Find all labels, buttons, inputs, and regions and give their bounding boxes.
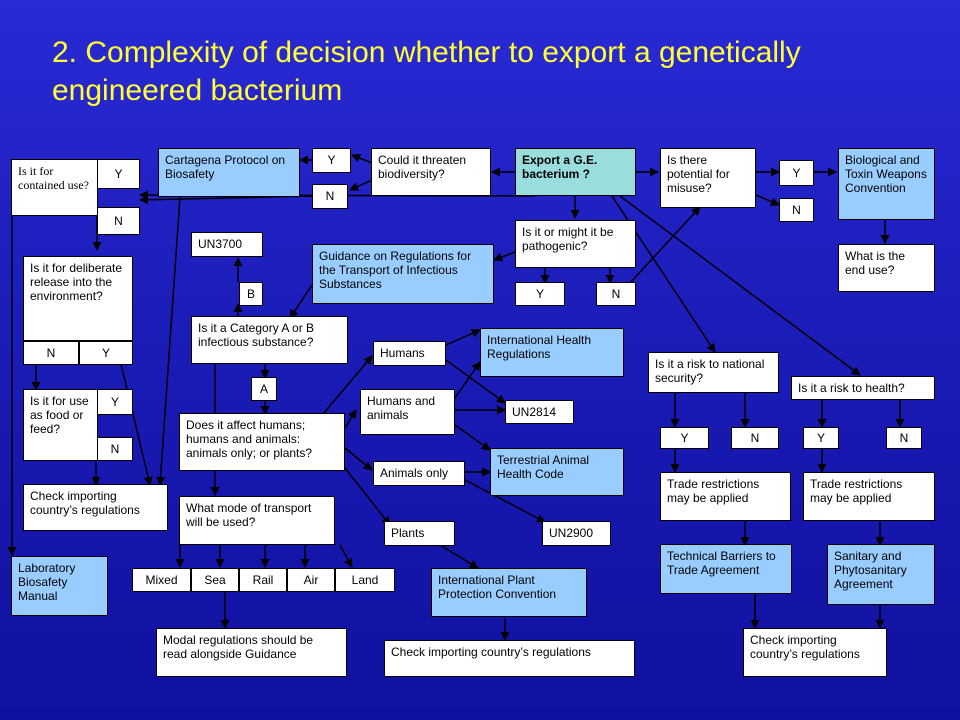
pathogenic-yes-label: Y — [515, 282, 565, 306]
misuse-question: Is there potential for misuse? — [660, 148, 756, 208]
animals-only-label: Animals only — [373, 461, 465, 486]
check-importing-left: Check importing country’s regulations — [23, 484, 168, 531]
mode-rail: Rail — [239, 568, 287, 592]
transport-mode-question: What mode of transport will be used? — [179, 496, 335, 545]
nat-sec-yes-label: Y — [660, 427, 709, 449]
humans-label: Humans — [373, 341, 446, 366]
contained-use-question: Is it for contained use? — [11, 159, 98, 216]
terrestrial-animal-code: Terrestrial Animal Health Code — [490, 448, 624, 496]
intl-health-regulations: International Health Regulations — [480, 328, 624, 377]
affect-question: Does it affect humans; humans and animal… — [179, 413, 345, 471]
pathogenic-question: Is it or might it be pathogenic? — [515, 220, 636, 268]
humans-animals-label: Humans and animals — [360, 389, 455, 435]
mode-sea: Sea — [191, 568, 239, 592]
cartagena-protocol: Cartagena Protocol on Biosafety — [158, 148, 300, 197]
category-b-label: B — [239, 282, 263, 306]
un2814-label: UN2814 — [505, 400, 574, 424]
health-no-label: N — [886, 427, 922, 449]
category-a-label: A — [251, 377, 277, 401]
check-importing-mid: Check importing country’s regulations — [384, 640, 635, 677]
food-no-label: N — [97, 437, 133, 461]
technical-barriers-agreement: Technical Barriers to Trade Agreement — [660, 544, 792, 594]
contained-yes-label: Y — [97, 159, 140, 189]
laboratory-biosafety-manual: Laboratory Biosafety Manual — [11, 556, 108, 616]
intl-plant-protection-convention: International Plant Protection Conventio… — [431, 568, 587, 617]
biodiversity-no-label: N — [312, 184, 348, 209]
trade-restrictions-security: Trade restrictions may be applied — [660, 472, 791, 521]
sanitary-phytosanitary-agreement: Sanitary and Phytosanitary Agreement — [827, 544, 935, 605]
un3700-label: UN3700 — [191, 232, 263, 257]
mode-mixed: Mixed — [132, 568, 191, 592]
bioweapons-convention: Biological and Toxin Weapons Convention — [838, 148, 935, 220]
trade-restrictions-health: Trade restrictions may be applied — [803, 472, 935, 521]
plants-label: Plants — [384, 521, 455, 546]
modal-regulations-note: Modal regulations should be read alongsi… — [156, 628, 347, 677]
deliberate-no-label: N — [23, 341, 79, 365]
mode-air: Air — [287, 568, 335, 592]
nat-sec-no-label: N — [731, 427, 779, 449]
biodiversity-question: Could it threaten biodiversity? — [371, 148, 491, 196]
page-title: 2. Complexity of decision whether to exp… — [52, 36, 801, 107]
contained-no-label: N — [97, 207, 140, 235]
food-yes-label: Y — [97, 389, 133, 415]
guidance-transport-infectious: Guidance on Regulations for the Transpor… — [312, 244, 494, 304]
health-risk-question: Is it a risk to health? — [791, 376, 935, 400]
check-importing-right: Check importing country’s regulations — [743, 628, 887, 677]
category-question: Is it a Category A or B infectious subst… — [191, 316, 348, 364]
health-yes-label: Y — [803, 427, 839, 449]
export-question: Export a G.E. bacterium ? — [515, 148, 636, 196]
misuse-yes-label: Y — [779, 160, 814, 186]
pathogenic-no-label: N — [596, 282, 636, 306]
un2900-label: UN2900 — [542, 521, 611, 546]
national-security-question: Is it a risk to national security? — [648, 352, 779, 393]
mode-land: Land — [335, 568, 395, 592]
biodiversity-yes-label: Y — [312, 148, 351, 173]
deliberate-release-question: Is it for deliberate release into the en… — [23, 256, 133, 341]
deliberate-yes-label: Y — [79, 341, 133, 365]
food-feed-question: Is it for use as food or feed? — [23, 389, 98, 461]
misuse-no-label: N — [779, 198, 814, 222]
end-use-question: What is the end use? — [838, 244, 935, 292]
